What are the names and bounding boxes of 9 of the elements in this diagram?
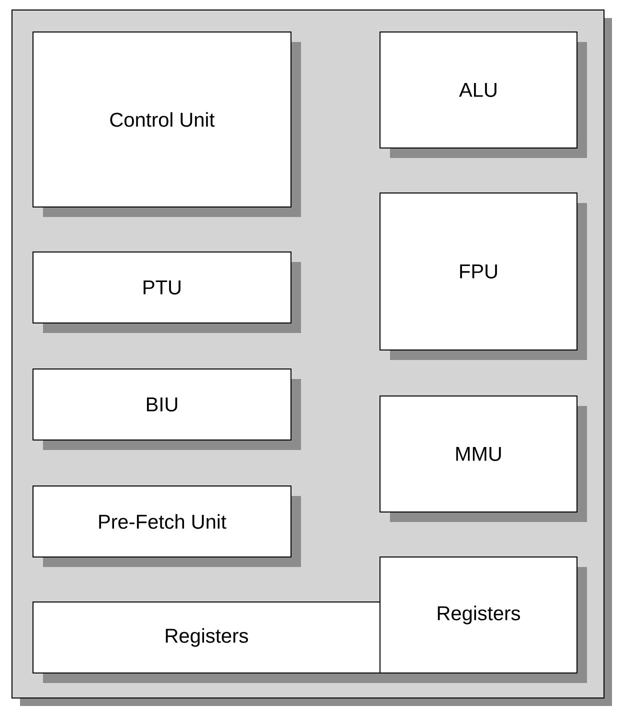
unit-box: ALU bbox=[380, 32, 587, 158]
unit-box: Registers bbox=[380, 556, 587, 683]
unit-box: Control Unit bbox=[32, 32, 301, 217]
unit-box: PTU bbox=[32, 252, 301, 333]
unit-box: MMU bbox=[380, 396, 587, 522]
unit-box: Registers bbox=[32, 602, 390, 683]
unit-box: BIU bbox=[32, 368, 301, 450]
unit-box: Pre-Fetch Unit bbox=[32, 486, 301, 567]
unit-box: FPU bbox=[380, 192, 587, 360]
